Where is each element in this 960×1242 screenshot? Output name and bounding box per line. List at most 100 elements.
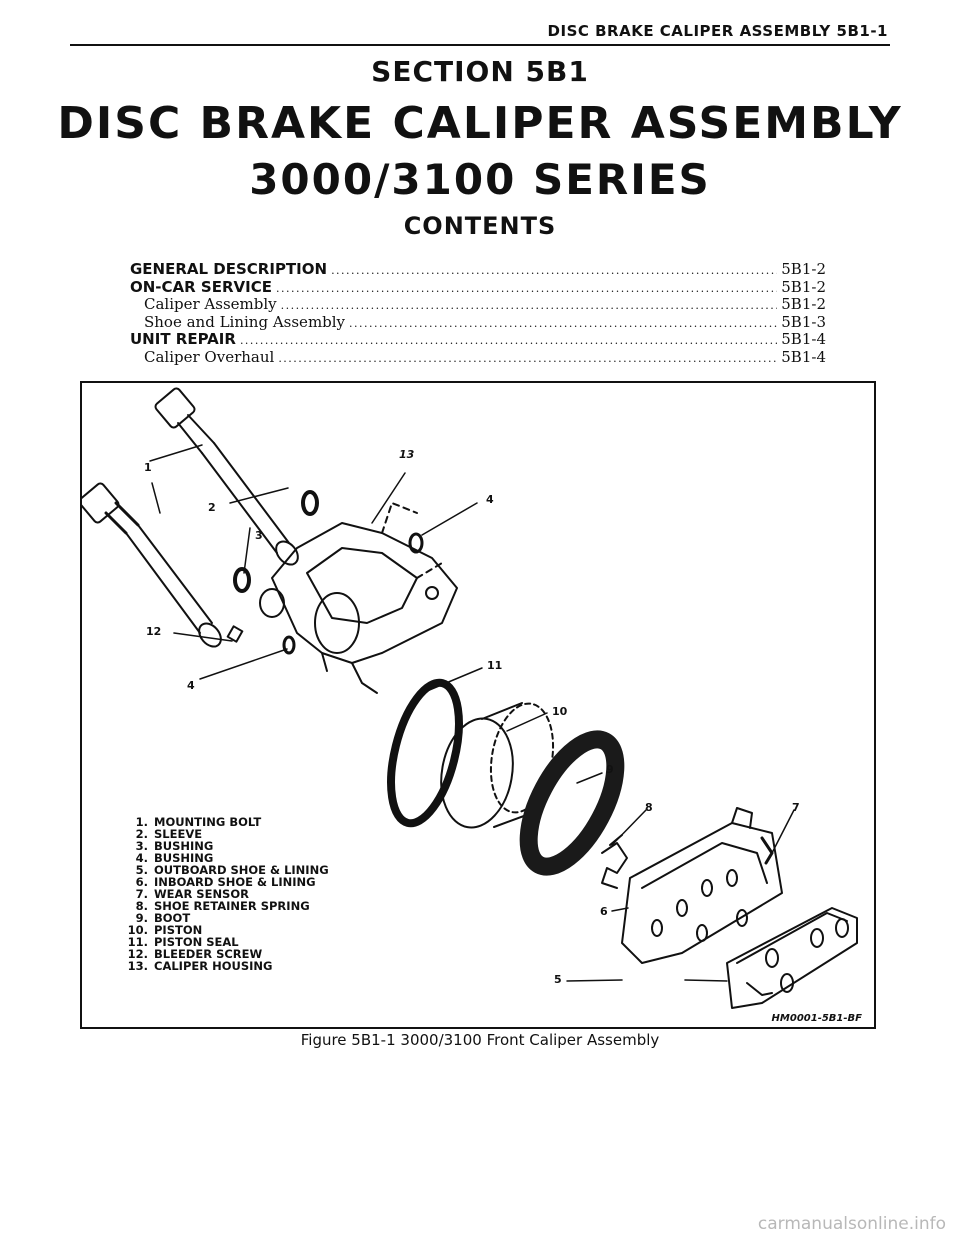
header-rule xyxy=(70,44,890,46)
toc-leader-dots xyxy=(278,352,777,365)
callout-label: 3 xyxy=(255,529,263,542)
toc-entry-label: Caliper Assembly xyxy=(144,295,277,313)
legend-item: 2. SLEEVE xyxy=(118,828,348,840)
toc-entry[interactable]: Shoe and Lining Assembly 5B1-3 xyxy=(130,313,826,331)
figure-caption: Figure 5B1-1 3000/3100 Front Caliper Ass… xyxy=(300,1031,660,1049)
boot xyxy=(519,730,625,876)
mounting-bolt-upper xyxy=(154,387,299,566)
toc-entry-label: ON-CAR SERVICE xyxy=(130,277,272,296)
wear-sensor xyxy=(760,836,774,865)
toc-leader-dots xyxy=(349,317,777,330)
contents-heading: CONTENTS xyxy=(403,212,557,240)
bushing-right xyxy=(408,532,424,554)
toc-entry[interactable]: UNIT REPAIR 5B1-4 xyxy=(130,330,826,348)
legend-text: PISTON xyxy=(154,923,203,937)
legend-text: MOUNTING BOLT xyxy=(154,815,262,829)
legend-number: 8. xyxy=(135,899,148,913)
callout-label: 9 xyxy=(606,763,614,776)
legend-item: 6. INBOARD SHOE & LINING xyxy=(118,876,348,888)
legend-number: 5. xyxy=(135,863,148,877)
toc-leader-dots xyxy=(240,334,777,347)
toc-entry-label: Caliper Overhaul xyxy=(144,347,275,366)
toc-entry-page: 5B1-2 xyxy=(781,277,826,296)
bushing-small xyxy=(282,635,296,655)
toc-entry-page: 5B1-3 xyxy=(781,312,826,331)
bleeder-screw xyxy=(226,625,244,643)
legend-text: SHOE RETAINER SPRING xyxy=(154,899,310,913)
legend-number: 2. xyxy=(135,827,148,841)
callout-label: 2 xyxy=(208,501,216,514)
toc-entry-label: GENERAL DESCRIPTION xyxy=(130,260,328,278)
legend-number: 3. xyxy=(135,839,148,853)
toc-leader-dots xyxy=(276,282,777,295)
legend-number: 4. xyxy=(135,851,148,865)
legend-number: 13. xyxy=(127,959,148,973)
legend-number: 11. xyxy=(127,935,148,949)
legend-text: INBOARD SHOE & LINING xyxy=(154,875,316,889)
legend-text: PISTON SEAL xyxy=(154,935,239,949)
legend-text: CALIPER HOUSING xyxy=(154,959,273,973)
toc-entry-page: 5B1-2 xyxy=(781,295,826,313)
toc-entry[interactable]: Caliper Assembly 5B1-2 xyxy=(130,295,826,313)
bushing-upper xyxy=(301,490,319,516)
legend-item: 7. WEAR SENSOR xyxy=(118,888,348,900)
toc-entry[interactable]: ON-CAR SERVICE 5B1-2 xyxy=(130,278,826,296)
toc-entry-page: 5B1-4 xyxy=(781,330,826,348)
legend-item: 12.BLEEDER SCREW xyxy=(118,948,348,960)
legend-text: BLEEDER SCREW xyxy=(154,947,263,961)
toc-leader-dots xyxy=(331,264,777,277)
callout-label: 4 xyxy=(486,493,494,506)
toc-leader-dots xyxy=(281,299,778,312)
callout-label: 4 xyxy=(187,679,195,692)
section-title: SECTION 5B1 xyxy=(371,55,589,88)
toc-entry-label: UNIT REPAIR xyxy=(130,330,236,348)
callout-label: 13 xyxy=(399,448,415,461)
legend-number: 10. xyxy=(127,923,148,937)
document-title: DISC BRAKE CALIPER ASSEMBLY xyxy=(57,98,903,149)
caliper-exploded-view-drawing xyxy=(82,387,858,1009)
watermark: carmanualsonline.info xyxy=(757,1214,946,1234)
document-subtitle: 3000/3100 SERIES xyxy=(249,155,711,204)
legend-number: 7. xyxy=(135,887,148,901)
callout-label: 8 xyxy=(645,801,653,814)
legend-number: 1. xyxy=(135,815,148,829)
piston-seal xyxy=(387,678,463,828)
callout-leader-lines xyxy=(149,444,795,982)
legend-item: 8. SHOE RETAINER SPRING xyxy=(118,900,348,912)
mounting-bolt-lower xyxy=(82,482,222,648)
bushing-lower xyxy=(233,567,251,593)
legend-text: SLEEVE xyxy=(154,827,203,841)
callout-label: 1 xyxy=(144,461,152,474)
running-header: DISC BRAKE CALIPER ASSEMBLY 5B1-1 xyxy=(547,22,888,40)
toc-entry[interactable]: GENERAL DESCRIPTION 5B1-2 xyxy=(130,260,826,278)
inboard-shoe-lining xyxy=(621,807,783,964)
legend-text: BUSHING xyxy=(154,851,214,865)
legend-item: 4. BUSHING xyxy=(118,852,348,864)
table-of-contents: GENERAL DESCRIPTION 5B1-2 ON-CAR SERVICE… xyxy=(130,260,826,366)
legend-text: BUSHING xyxy=(154,839,214,853)
legend-item: 13. CALIPER HOUSING xyxy=(118,960,348,972)
callout-label: 11 xyxy=(487,659,503,672)
toc-entry-page: 5B1-4 xyxy=(781,347,826,366)
outboard-shoe-lining xyxy=(726,907,858,1009)
legend-item: 9.BOOT xyxy=(118,912,348,924)
figure-code: HM0001-5B1-BF xyxy=(771,1013,862,1024)
callout-label: 6 xyxy=(600,905,608,918)
figure-frame: 1 2 3 13 4 12 4 11 10 9 8 7 6 5 1. MOUNTI… xyxy=(80,381,876,1029)
legend-number: 6. xyxy=(135,875,148,889)
callout-label: 5 xyxy=(554,973,562,986)
toc-entry-label: Shoe and Lining Assembly xyxy=(144,312,346,331)
legend-item: 10. PISTON xyxy=(118,924,348,936)
parts-legend: 1. MOUNTING BOLT 2. SLEEVE 3. BUSHING 4. BUS… xyxy=(118,816,348,972)
toc-entry[interactable]: Caliper Overhaul 5B1-4 xyxy=(130,348,826,366)
legend-item: 5. OUTBOARD SHOE & LINING xyxy=(118,864,348,876)
legend-item: 3. BUSHING xyxy=(118,840,348,852)
callout-label: 7 xyxy=(792,801,800,814)
legend-item: 11. PISTON SEAL xyxy=(118,936,348,948)
caliper-housing xyxy=(259,502,458,694)
legend-text: OUTBOARD SHOE & LINING xyxy=(154,863,329,877)
legend-text: WEAR SENSOR xyxy=(154,887,249,901)
legend-number: 9. xyxy=(135,911,148,925)
callout-label: 12 xyxy=(146,625,162,638)
callout-label: 10 xyxy=(552,705,568,718)
